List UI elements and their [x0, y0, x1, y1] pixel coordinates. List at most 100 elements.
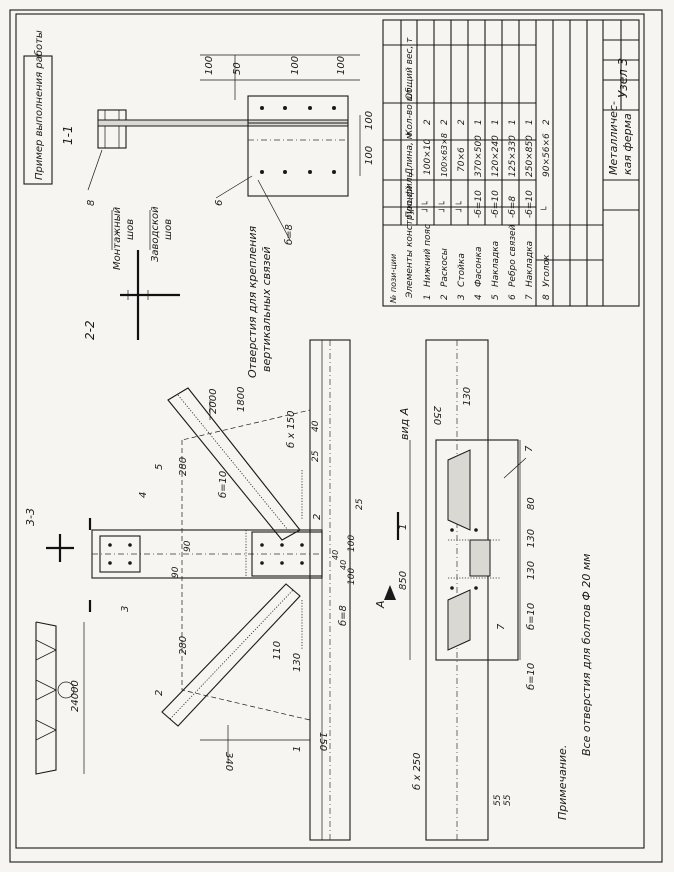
weld-labels: Монтажный шов Заводской шов: [111, 206, 174, 270]
row-4-qty: 1: [474, 119, 484, 125]
row-7-element: Накладка: [525, 241, 535, 287]
section-2-2: 2-2: [83, 250, 180, 340]
row-7-qty: 1: [525, 119, 535, 125]
dim-250: 250: [431, 406, 442, 425]
dim-1800: 1800: [236, 387, 247, 412]
row-5-length: 120×240: [491, 135, 501, 177]
weld-factory-2: шов: [163, 219, 174, 240]
dim-340: 340: [223, 752, 234, 771]
table-row-6: 6 Ребро связей -б=8 125×330 1: [508, 119, 518, 300]
callout-5-plate: 5: [154, 464, 165, 470]
dim-2000: 2000: [208, 389, 219, 414]
row-5-qty: 1: [491, 119, 501, 125]
outer-frame: [9, 9, 663, 863]
row-2-element: Раскосы: [440, 248, 450, 287]
table-row-5: 5 Накладка -б=10 120×240 1: [491, 119, 501, 300]
row-5-profile: -б=10: [491, 190, 501, 218]
row-1-qty: 2: [423, 119, 433, 125]
row-3-qty: 2: [457, 119, 467, 125]
row-2-profile: ┘└: [438, 201, 450, 213]
dim-90-b: 90: [171, 566, 181, 578]
dim-90-a: 90: [183, 540, 193, 552]
table-row-3: 3 Стойка ┘└ 70×6 2: [455, 119, 467, 300]
stamp-title-3: Узел 3: [616, 58, 630, 98]
row-1-length: 100×10: [423, 139, 433, 175]
col-header-elements: Элементы конструкций: [405, 186, 415, 299]
col-header-no: № пози-ции: [389, 254, 398, 304]
dim-130-a: 130: [462, 387, 473, 406]
section-1-1-label: 1-1: [61, 125, 75, 145]
dim-280-bottom: 280: [178, 636, 189, 655]
note-title: Примечание.: [556, 745, 569, 820]
row-8-qty: 2: [542, 119, 552, 125]
dim-25-a: 25: [311, 450, 321, 462]
dim-55-b: 55: [503, 794, 513, 806]
dim-delta-10-view: б=10: [525, 663, 537, 690]
row-4-length: 370×500: [474, 135, 484, 177]
section-1-1: 1-1 100 50 100 100 100 100 б=8 8 6: [61, 54, 375, 245]
row-3-element: Стойка: [457, 253, 467, 287]
row-4-profile: -б=10: [474, 190, 484, 218]
table-row-1: 1 Нижний пояс ┘└ 100×10 2: [421, 119, 433, 300]
row-7-length: 250×850: [525, 135, 535, 177]
dim-25-b: 25: [355, 498, 365, 510]
callout-2-diagonal: 2: [154, 690, 165, 696]
dim-55-a: 55: [493, 794, 503, 806]
callout-4-gusset: 4: [138, 492, 149, 498]
dim-1-1-d: 100: [336, 56, 347, 75]
col-header-qty: Кол-во шт.: [405, 85, 415, 136]
row-3-pos: 3: [457, 294, 467, 300]
dim-40-c: 40: [339, 560, 348, 570]
dim-130-c: 130: [526, 561, 537, 580]
row-1-element: Нижний пояс: [423, 224, 433, 287]
col-header-weight: Общий вес, т: [405, 37, 415, 100]
section-2-2-label: 2-2: [83, 320, 97, 340]
dim-40-b: 40: [331, 550, 340, 560]
diagonal-lower: [161, 583, 301, 727]
row-6-length: 125×330: [508, 135, 518, 177]
main-node: 2000 1800 б х 150 280 б=10 40 25 90 90 1…: [91, 339, 409, 841]
view-a-label: вид А: [398, 408, 411, 440]
truss-scheme: 24000: [35, 621, 85, 775]
inner-frame: [15, 13, 645, 849]
section-marks: 3-3 А вид А: [24, 408, 411, 612]
dim-1-1-a: 100: [204, 56, 215, 75]
dim-850: 850: [398, 571, 409, 590]
dim-6x150: б х 150: [285, 410, 297, 448]
table-row-7: 7 Накладка -б=10 250×850 1: [525, 119, 535, 300]
dim-100-a: 100: [347, 535, 357, 552]
row-4-pos: 4: [474, 294, 484, 300]
dim-delta-10: б=10: [217, 471, 229, 498]
dim-130-b: 130: [526, 529, 537, 548]
header-label-box: [23, 55, 53, 185]
dim-1-1-b: 50: [232, 62, 243, 75]
dim-1-1-c: 100: [290, 56, 301, 75]
row-2-qty: 2: [440, 119, 450, 125]
col-header-profile: Про-филь: [405, 172, 415, 218]
header-label: Пример выполнения работы: [33, 30, 45, 180]
row-7-profile: -б=10: [525, 190, 535, 218]
dim-1-1-f: 100: [364, 146, 375, 165]
dim-280-top: 280: [178, 457, 189, 476]
holes-label-1: Отверстия для крепления: [246, 226, 259, 378]
section-3-3-label: 3-3: [24, 508, 37, 526]
callout-7-a: 7: [524, 445, 535, 452]
row-3-profile: ┘└: [455, 201, 467, 213]
row-6-pos: 6: [508, 294, 518, 300]
row-1-pos: 1: [423, 294, 433, 300]
dim-110: 110: [272, 641, 283, 660]
table-row-8: 8 Уголок └ 90×56×6 2: [540, 119, 552, 300]
row-5-element: Накладка: [491, 241, 501, 287]
stamp-title-2: кая ферма: [621, 113, 634, 175]
callout-1-chord: 1: [292, 746, 303, 752]
row-6-element: Ребро связей: [508, 224, 518, 287]
row-6-profile: -б=8: [508, 196, 518, 218]
row-2-length: 100×63×8: [440, 133, 449, 177]
callout-6: 6: [214, 200, 225, 206]
dim-150: 150: [317, 732, 328, 751]
dim-80-a: 80: [526, 497, 537, 510]
weld-factory-1: Заводской: [150, 206, 161, 262]
row-8-pos: 8: [542, 294, 552, 300]
table-row-2: 2 Раскосы ┘└ 100×63×8 2: [438, 119, 450, 300]
